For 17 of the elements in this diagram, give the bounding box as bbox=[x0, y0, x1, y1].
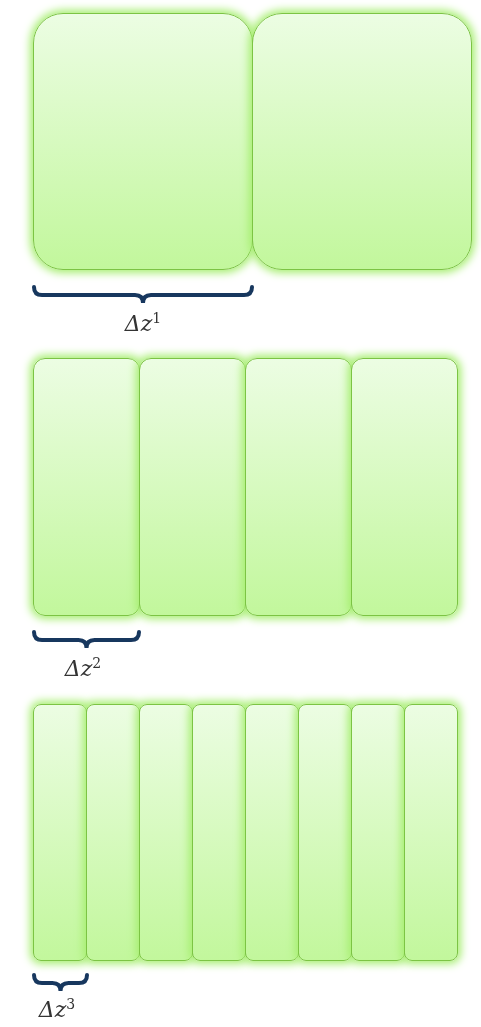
dimension-label: Δz$^{2}$ bbox=[64, 655, 102, 682]
dimension-label: Δz$^{3}$ bbox=[38, 996, 76, 1023]
cell-box bbox=[351, 358, 458, 616]
cell-box bbox=[245, 704, 299, 961]
cell-box bbox=[139, 704, 193, 961]
cell-box bbox=[86, 704, 140, 961]
cell-box bbox=[245, 358, 352, 616]
cell-box bbox=[252, 13, 472, 270]
cell-box bbox=[192, 704, 246, 961]
cell-box bbox=[404, 704, 458, 961]
cell-box bbox=[33, 358, 140, 616]
dimension-label: Δz$^{1}$ bbox=[124, 310, 162, 337]
cell-box bbox=[298, 704, 352, 961]
cell-box bbox=[33, 704, 87, 961]
cell-box bbox=[139, 358, 246, 616]
cell-box bbox=[33, 13, 253, 270]
cell-box bbox=[351, 704, 405, 961]
